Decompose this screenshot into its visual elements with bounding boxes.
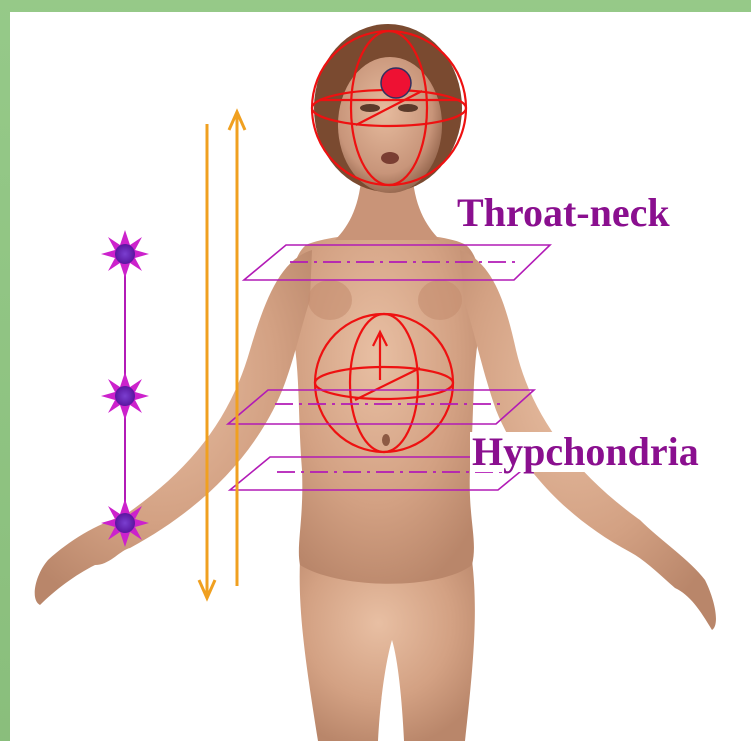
navel xyxy=(382,434,390,446)
star-icon xyxy=(101,372,149,420)
mouth xyxy=(381,152,399,164)
left-eye xyxy=(360,104,380,112)
right-eye xyxy=(398,104,418,112)
throat-neck-label: Throat-neck xyxy=(455,193,672,233)
chest-right xyxy=(418,280,462,320)
left-arm xyxy=(35,250,312,605)
head-marker-dot xyxy=(381,68,411,98)
up-arrow xyxy=(229,112,245,586)
chest-left xyxy=(308,280,352,320)
hypchondria-label: Hypchondria xyxy=(470,432,701,472)
star-icon xyxy=(101,499,149,547)
star-icon xyxy=(101,230,149,278)
down-arrow xyxy=(199,124,215,598)
legs xyxy=(300,560,475,741)
